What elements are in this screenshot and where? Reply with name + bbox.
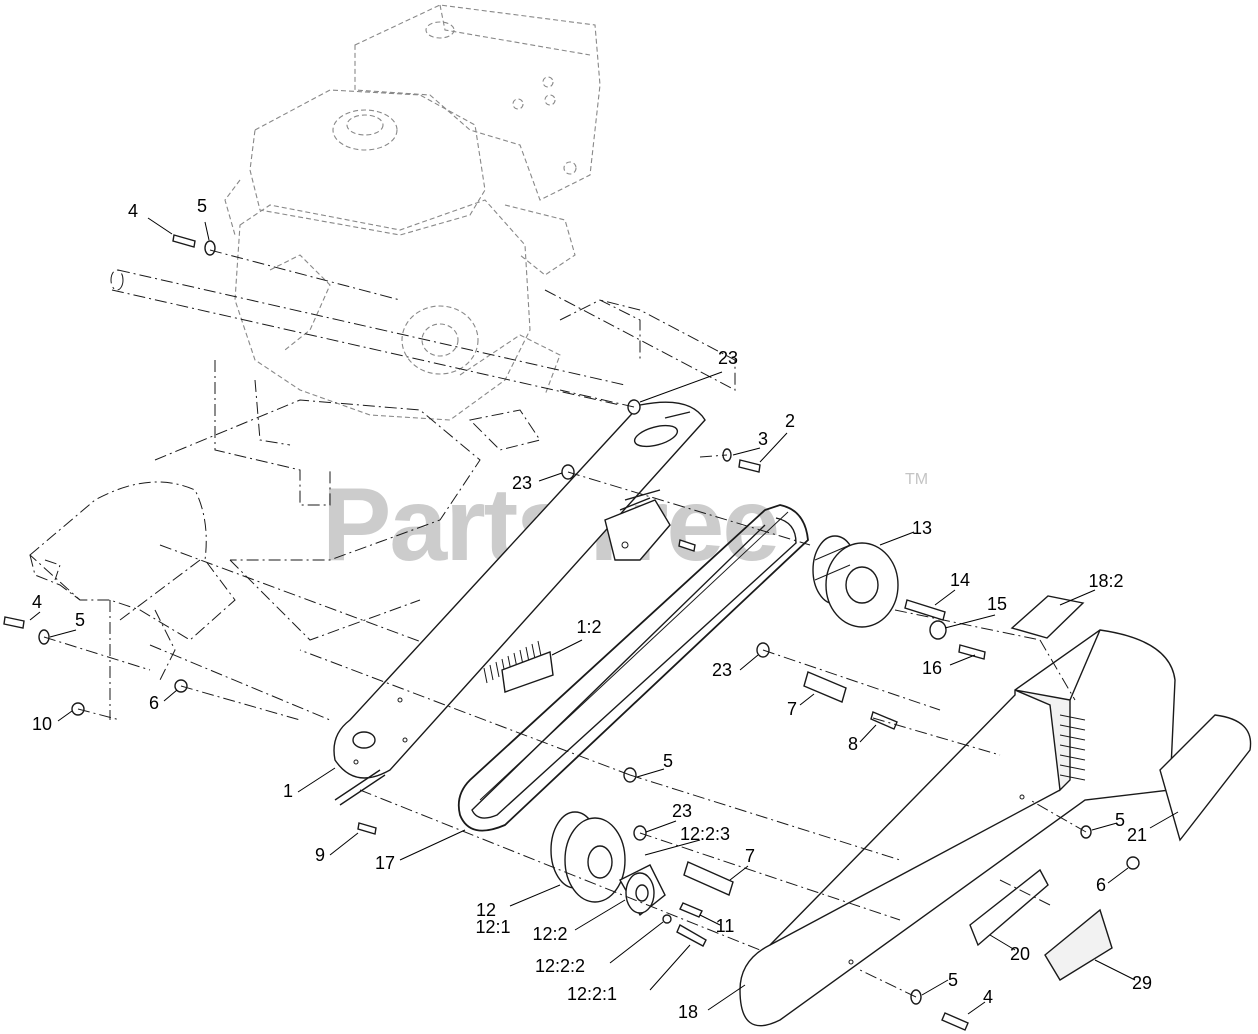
callout-c-1: 1 [283,781,293,801]
arm-vent-slots [483,640,542,684]
callout-c-16: 16 [922,658,942,678]
part-driven-pulley [550,811,626,903]
callout-c-5e: 5 [948,970,958,990]
callout-c-18: 18 [678,1002,698,1022]
frame-phantom [110,269,736,641]
watermark-trademark: TM [905,471,928,488]
callout-c-13: 13 [912,518,932,538]
callout-c-17: 17 [375,853,395,873]
callout-c-1-2: 1:2 [576,617,601,637]
callout-c-12-2-1: 12:2:1 [567,984,617,1004]
callout-c-12-2-2: 12:2:2 [535,956,585,976]
callout-c-10: 10 [32,714,52,734]
callout-c-4a: 4 [128,201,138,221]
callout-c-23d: 23 [672,801,692,821]
engine-phantom [224,4,601,421]
callout-c-3a: 3 [758,429,768,449]
decal-20 [969,868,1049,947]
part-belt-arm [333,401,706,779]
callout-c-7a: 7 [787,699,797,719]
part-belt-guard-cover [739,629,1176,1027]
decal-18-2 [1010,595,1085,639]
callout-c-7b: 7 [745,846,755,866]
callout-c-18-2: 18:2 [1088,571,1123,591]
belt-guard-shield [29,481,471,721]
callout-c-2a: 2 [785,411,795,431]
callout-c-6a: 6 [149,693,159,713]
callout-c-23b: 23 [512,473,532,493]
hardware-fasteners [3,234,1140,1031]
callout-c-11: 11 [716,916,735,936]
part-engine-pulley [812,535,899,628]
callout-c-23a: 23 [718,348,738,368]
callout-c-15: 15 [987,594,1007,614]
callout-c-21: 21 [1127,825,1147,845]
callout-c-6b: 6 [1096,875,1106,895]
callout-c-23c: 23 [712,660,732,680]
callout-c-12-2-3: 12:2:3 [680,824,730,844]
part-idler-bracket [604,489,671,561]
callout-c-4b: 4 [32,592,42,612]
part-drive-belt [457,504,809,832]
callout-c-14: 14 [950,570,970,590]
callout-leader-lines [29,217,1179,1015]
part-taper-hub [619,864,666,917]
part-29-bracket [1044,908,1113,981]
callout-c-5d: 5 [1115,810,1125,830]
part-guard-end-cover [1159,714,1252,842]
callout-c-5c: 5 [663,751,673,771]
callout-c-9: 9 [315,845,325,865]
decal-1-2 [501,651,554,693]
callout-c-12-2: 12:2 [532,924,567,944]
callout-c-12: 12 [476,900,496,920]
assembly-axis-lines [43,249,1087,998]
callout-c-12-1: 12:1 [475,917,510,937]
callout-c-29: 29 [1132,973,1152,993]
callout-c-5b: 5 [75,610,85,630]
callout-c-8: 8 [848,734,858,754]
callout-c-5a: 5 [197,196,207,216]
callout-c-20: 20 [1010,944,1030,964]
callout-c-4c: 4 [983,987,993,1007]
